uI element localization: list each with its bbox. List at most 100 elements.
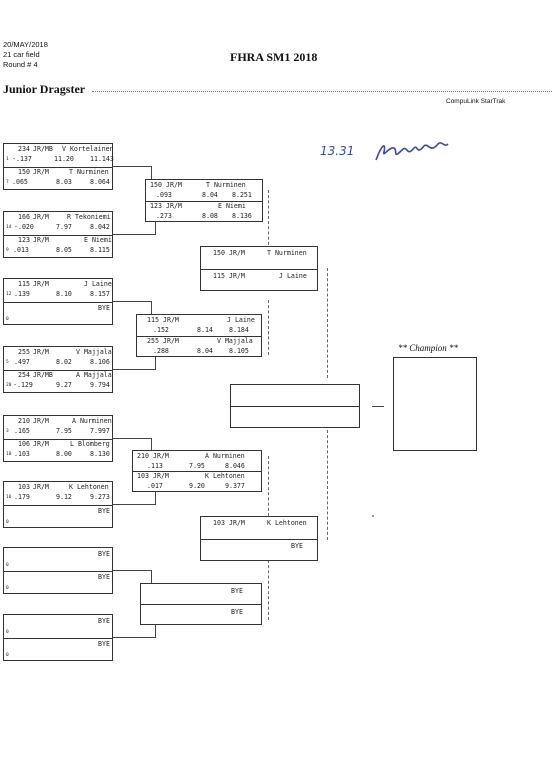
r2m3-top-class: JR/M <box>153 452 169 460</box>
r1-match-2: 166 JR/M R Tekoniemi 14 -.020 7.97 8.042… <box>3 211 113 258</box>
r1m4-bot-name: A Majjala <box>76 371 112 379</box>
r1m1-bot-car: 150 <box>18 168 30 176</box>
r2m2-top-et: 8.14 <box>197 326 213 334</box>
r1-connector <box>151 301 152 314</box>
r1m5-bot-class: JR/M <box>33 440 49 448</box>
r1m3-top-name: J Laine <box>84 280 112 288</box>
r1m5-top-car: 210 <box>18 417 30 425</box>
r2m2-top-car: 115 <box>147 316 159 324</box>
r1m7-bot-lane: 0 <box>6 586 9 591</box>
r2-connector <box>268 190 269 250</box>
r1m5-bot-rt: .103 <box>14 450 30 458</box>
r2m1-bot-et: 8.08 <box>202 212 218 220</box>
r1m1-bot-et: 8.03 <box>56 178 72 186</box>
champion-label: ** Champion ** <box>398 343 459 353</box>
r2m3-bot-dial: 9.377 <box>225 482 245 490</box>
r2-match-3: 210 JR/M A Nurminen .113 7.95 8.046 103 … <box>132 450 262 492</box>
r2m1-bot-rt: .273 <box>156 212 172 220</box>
r1m4-bot-class: JR/MB <box>33 371 53 379</box>
r1m3-top-rt: .139 <box>14 290 30 298</box>
r2m2-bot-rt: .288 <box>153 347 169 355</box>
event-title: Junior Dragster <box>3 82 86 96</box>
brand-label: CompuLink StarTrak <box>446 98 506 105</box>
r1m6-top-rt: .179 <box>14 493 30 501</box>
r1m3-top-et: 8.10 <box>56 290 72 298</box>
r2m2-top-class: JR/M <box>163 316 179 324</box>
r1-connector <box>113 234 155 235</box>
r3m1-top-car: 150 <box>213 249 225 257</box>
r1m2-top-dial: 8.042 <box>90 223 110 231</box>
r2m1-bot-name: E Niemi <box>218 202 246 210</box>
r1-match-6: 103 JR/M K Lehtonen 16 .179 9.12 9.273 B… <box>3 481 113 528</box>
r1m2-bot-et: 8.05 <box>56 246 72 254</box>
r1m3-top-car: 115 <box>18 280 30 288</box>
r2m2-top-name: J Laine <box>227 316 255 324</box>
r1m2-top-car: 166 <box>18 213 30 221</box>
r2m1-bot-dial: 8.136 <box>232 212 252 220</box>
r2m3-top-name: A Nurminen <box>205 452 245 460</box>
r1m2-bot-name: E Niemi <box>84 236 112 244</box>
r1m6-top-class: JR/M <box>33 483 49 491</box>
r3-match-2: 103 JR/M K Lehtonen BYE <box>200 516 318 561</box>
r1m5-top-lane: 3 <box>6 429 9 434</box>
r2m2-bot-et: 8.04 <box>197 347 213 355</box>
r1m5-bot-car: 106 <box>18 440 30 448</box>
r1m1-bot-lane: 7 <box>6 180 9 185</box>
r1m6-bot-lane: 0 <box>6 520 9 525</box>
r1m1-top-et: 11.20 <box>54 155 74 163</box>
r1-connector <box>155 492 156 505</box>
r1m5-top-class: JR/M <box>33 417 49 425</box>
r1-connector <box>113 166 151 167</box>
r1-connector <box>155 625 156 638</box>
r1m7-top-lane: 0 <box>6 563 9 568</box>
r3m2-top-car: 103 <box>213 519 225 527</box>
r2-match-4: BYE BYE <box>140 583 262 625</box>
final-connector <box>372 406 384 407</box>
r1-connector <box>155 222 156 235</box>
r2m3-bot-et: 9.20 <box>189 482 205 490</box>
r3m2-bot-name: BYE <box>291 542 303 550</box>
r1m4-top-car: 255 <box>18 348 30 356</box>
r2-connector <box>268 300 269 355</box>
r1m5-bot-dial: 8.130 <box>90 450 110 458</box>
r1m5-bot-et: 8.00 <box>56 450 72 458</box>
r1m5-top-rt: .165 <box>14 427 30 435</box>
r1m8-top-lane: 0 <box>6 630 9 635</box>
r1m1-top-dial: 11.143 <box>90 155 114 163</box>
r1-match-1: 234 JR/MB V Kortelainen 1 -.137 11.20 11… <box>3 143 114 190</box>
r3m1-top-name: T Nurminen <box>267 249 307 257</box>
r1-connector <box>151 166 152 179</box>
r2m3-bot-name: K Lehtonen <box>205 472 245 480</box>
r3m1-bot-car: 115 <box>213 272 225 280</box>
r2m3-bot-class: JR/M <box>153 472 169 480</box>
r2m2-top-dial: 8.184 <box>229 326 249 334</box>
r2m3-top-car: 210 <box>137 452 149 460</box>
r1m2-bot-car: 123 <box>18 236 30 244</box>
r2-connector <box>268 456 269 516</box>
r1m4-top-name: V Majjala <box>76 348 112 356</box>
r2-match-1: 150 JR/M T Nurminen .093 8.04 8.251 123 … <box>145 179 263 222</box>
r1-connector <box>113 504 155 505</box>
r1m1-top-car: 234 <box>18 145 30 153</box>
stray-mark <box>372 515 374 517</box>
r1m6-top-car: 103 <box>18 483 30 491</box>
r2m3-top-rt: .113 <box>147 462 163 470</box>
r2m1-top-car: 150 <box>150 181 162 189</box>
signature-icon <box>375 142 449 161</box>
r2m1-bot-car: 123 <box>150 202 162 210</box>
r2m3-top-dial: 8.046 <box>225 462 245 470</box>
r1m4-top-lane: 5 <box>6 360 9 365</box>
r1m4-top-et: 8.02 <box>56 358 72 366</box>
r1m4-bot-rt: -.129 <box>13 381 33 389</box>
r2m1-top-dial: 8.251 <box>232 191 252 199</box>
r1-connector <box>113 637 155 638</box>
r1-connector <box>113 570 151 571</box>
r1-match-7: BYE 0 BYE 0 <box>3 547 113 594</box>
r1-match-3: 115 JR/M J Laine 12 .139 8.10 8.157 BYE … <box>3 278 113 325</box>
r3-match-1: 150 JR/M T Nurminen 115 JR/M J Laine <box>200 246 318 291</box>
r1m2-top-class: JR/M <box>33 213 49 221</box>
r1m2-bot-dial: 8.115 <box>90 246 110 254</box>
r1-match-5: 210 JR/M A Nurminen 3 .165 7.95 7.997 10… <box>3 415 113 462</box>
r1-connector <box>155 357 156 370</box>
r1m1-top-rt: -.137 <box>12 155 32 163</box>
